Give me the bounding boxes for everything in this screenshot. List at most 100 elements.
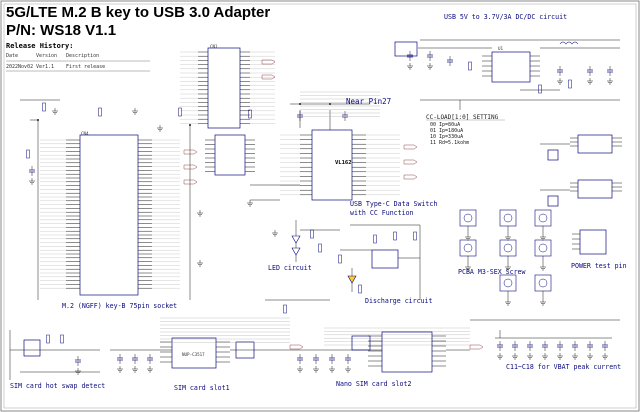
caption-discharge: Discharge circuit — [365, 297, 433, 305]
history-row-description: First release — [66, 64, 106, 70]
typec-connector-body — [207, 47, 241, 129]
screw-hole-ring — [503, 278, 513, 288]
resistor — [393, 231, 397, 241]
net-label — [289, 344, 304, 350]
slide-switch-2 — [577, 179, 613, 199]
junction — [189, 124, 191, 126]
dcdc-ic-body — [491, 51, 531, 83]
caption-pcba-screw: PCBA M3-SEX Screw — [458, 268, 526, 276]
screw-hole — [534, 239, 552, 257]
usb-conn-lower — [214, 134, 246, 176]
resistor — [178, 107, 182, 117]
resistor — [26, 149, 30, 159]
net-label — [261, 59, 276, 65]
caption-vbat-peak: C11~C18 for VBAT peak current — [506, 363, 622, 371]
ref-sim1: NUP-C3517 — [182, 352, 205, 357]
screw-hole-ring — [503, 243, 513, 253]
caption-usb-dcdc: USB 5V to 3.7V/3A DC/DC circuit — [444, 13, 568, 21]
cc-row-11: 11 Rd=5.1kohm — [430, 140, 470, 146]
screw-hole — [459, 239, 477, 257]
power-test-pin — [579, 229, 607, 255]
caption-led-circuit: LED circuit — [268, 264, 312, 272]
ref-cn4: CN4 — [81, 131, 89, 136]
resistor — [373, 234, 377, 244]
resistor — [338, 254, 342, 264]
history-col-version: Version — [36, 53, 58, 59]
esd-array — [351, 335, 371, 351]
resistor — [310, 229, 314, 239]
resistor — [42, 102, 46, 112]
caption-sim-hotswap: SIM card hot swap detect — [10, 382, 106, 390]
resistor — [468, 61, 472, 71]
caption-sim-slot1: SIM card slot1 — [174, 384, 230, 392]
tp-box — [547, 149, 559, 161]
cc-row-10: 10 Ip=330uA — [430, 134, 464, 140]
resistor — [46, 334, 50, 344]
screw-hole-ring — [463, 243, 473, 253]
history-col-description: Description — [66, 53, 100, 59]
sim-esd — [235, 341, 255, 359]
diode-symbol — [347, 275, 357, 284]
history-row-version: Ver1.1 — [36, 64, 55, 70]
net-label — [469, 344, 484, 350]
tp-box — [547, 195, 559, 207]
screw-hole-ring — [463, 213, 473, 223]
net-label — [183, 179, 198, 185]
sim-slot1-body — [171, 337, 217, 369]
resistor — [538, 84, 542, 94]
resistor — [358, 284, 362, 294]
junction — [299, 103, 301, 105]
part-number: P/N: WS18 V1.1 — [6, 22, 117, 39]
resistor — [318, 243, 322, 253]
screw-hole-ring — [538, 278, 548, 288]
cc-load-heading: CC-LOAD[1:0] SETTING — [426, 114, 499, 121]
screw-hole — [459, 209, 477, 227]
inductor — [559, 41, 579, 45]
screw-hole — [499, 239, 517, 257]
net-label — [403, 144, 418, 150]
nano-sim-body — [381, 331, 433, 373]
page-title: 5G/LTE M.2 B key to USB 3.0 Adapter — [6, 4, 271, 21]
junction — [329, 103, 331, 105]
screw-hole — [499, 209, 517, 227]
vl162-body — [311, 129, 353, 201]
ref-cn1: CN1 — [210, 44, 218, 49]
caption-power-test: POWER test pin — [571, 262, 627, 270]
screw-hole — [499, 274, 517, 292]
net-label — [183, 164, 198, 170]
history-row-date: 2022Nov02 — [6, 64, 34, 70]
net-label — [183, 149, 198, 155]
net-label — [403, 159, 418, 165]
mosfet-body — [371, 249, 399, 269]
caption-usb-typec: USB Type-C Data Switch with CC Function — [350, 200, 438, 217]
net-label — [403, 174, 418, 180]
screw-hole — [534, 209, 552, 227]
release-history-heading: Release History: — [6, 42, 74, 50]
led-symbol — [291, 235, 301, 244]
screw-hole-ring — [503, 213, 513, 223]
resistor — [283, 304, 287, 314]
caption-nano-sim: Nano SIM card slot2 — [336, 380, 412, 388]
resistor — [248, 109, 252, 119]
cc-row-01: 01 Ip=180uA — [430, 128, 464, 134]
history-col-date: Date — [6, 53, 19, 59]
resistor — [98, 107, 102, 117]
resistor — [413, 231, 417, 241]
m2-socket-body — [79, 134, 139, 296]
led-symbol — [291, 247, 301, 256]
screw-hole — [534, 274, 552, 292]
slide-switch-1 — [577, 134, 613, 154]
sheet-frame-inner — [3, 3, 637, 409]
resistor — [60, 334, 64, 344]
fuse — [394, 41, 418, 57]
caption-near-pin27: Near Pin27 — [346, 97, 392, 106]
ref-vl162: VL162 — [335, 160, 352, 166]
screw-hole-ring — [538, 243, 548, 253]
junction — [37, 119, 39, 121]
resistor — [568, 79, 572, 89]
caption-m2-socket: M.2 (NGFF) key-B 75pin socket — [62, 302, 178, 310]
ref-u1: U1 — [498, 46, 504, 51]
